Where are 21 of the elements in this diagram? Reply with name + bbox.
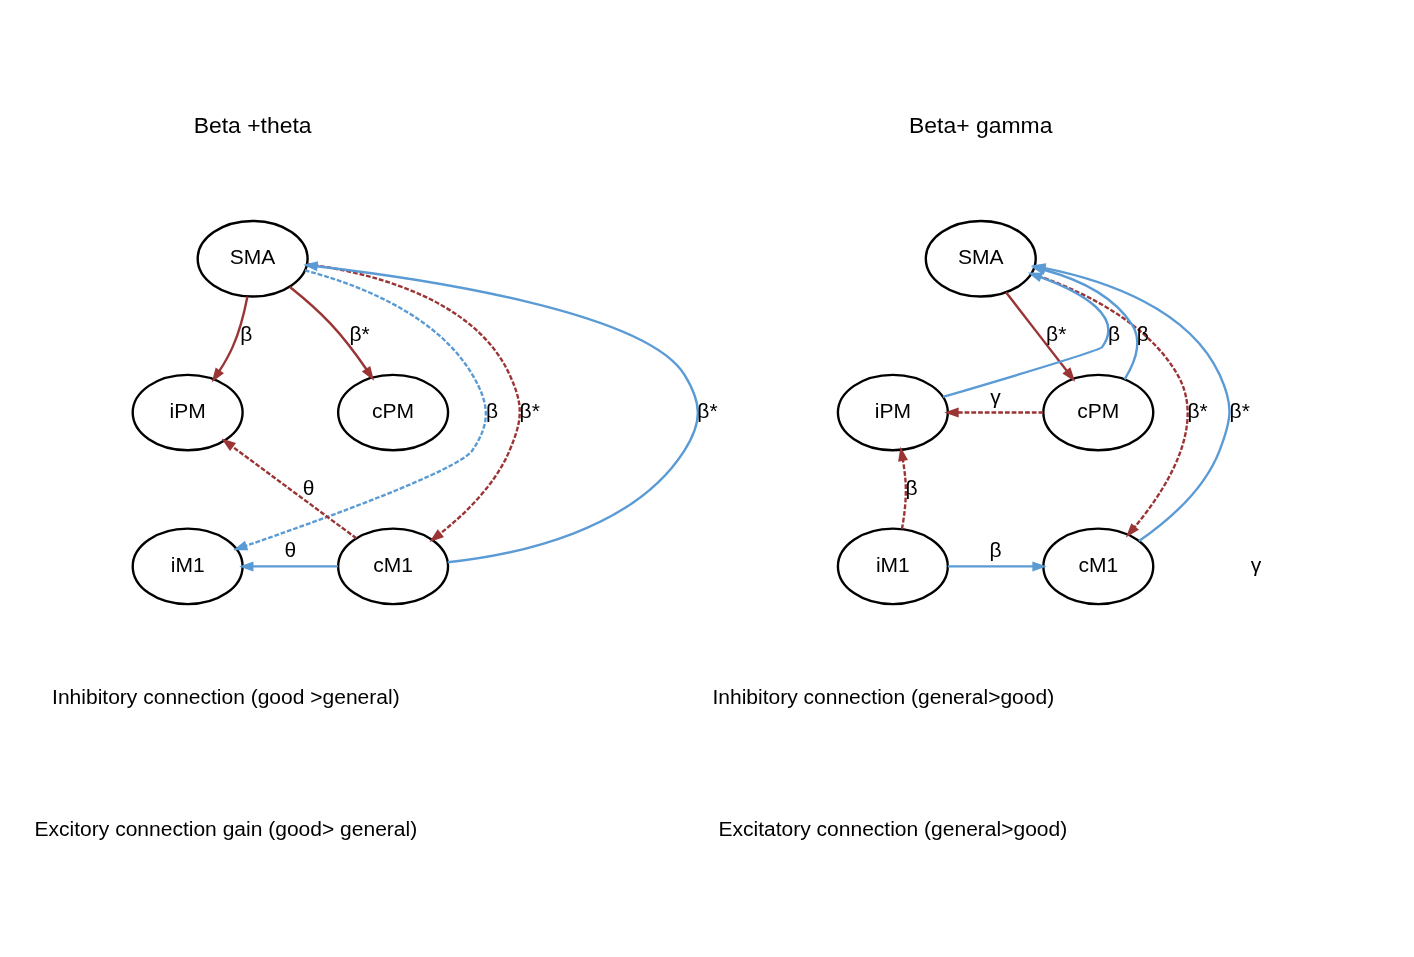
legend-label: Inhibitory connection (good >general) <box>52 684 400 708</box>
edge-label: β* <box>519 398 540 422</box>
edge-label: β* <box>349 322 370 345</box>
edge-label: β <box>989 538 1002 562</box>
edge-label: β <box>485 398 499 422</box>
label: Beta +theta <box>193 111 312 138</box>
legend-label: Excitatory connection (general>good) <box>718 816 1068 840</box>
edge-label: β <box>240 322 253 345</box>
edge-label: β* <box>1046 322 1067 345</box>
edge-label: β* <box>1187 398 1208 422</box>
legend-label: Excitory connection gain (good> general) <box>34 816 418 840</box>
edge-label: β* <box>1229 398 1250 422</box>
edge-label: β <box>1108 322 1121 345</box>
edge-label: β* <box>697 398 718 422</box>
edge-label: θ <box>302 475 315 499</box>
legend-label: Inhibitory connection (general>good) <box>712 684 1055 708</box>
edge-label: θ <box>284 538 297 562</box>
label: Beta+ gamma <box>909 111 1053 138</box>
edge-label: β <box>905 475 918 499</box>
edge-label: γ <box>990 384 1001 408</box>
label: γ <box>1250 552 1262 576</box>
